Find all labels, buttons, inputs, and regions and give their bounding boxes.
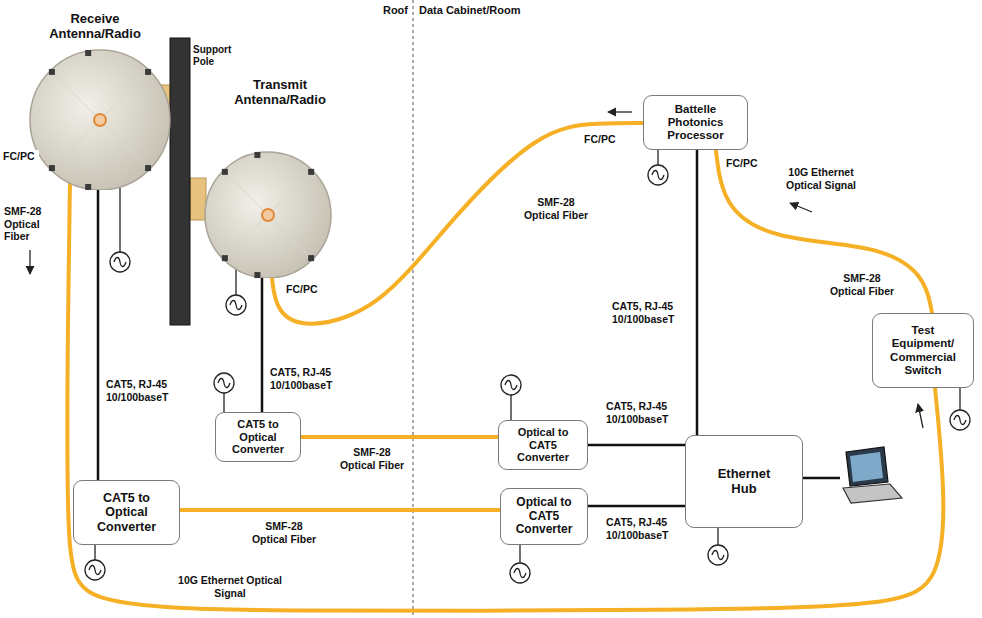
part-label: Support Pole	[193, 44, 241, 68]
antenna-heading: Receive Antenna/Radio	[40, 12, 150, 42]
cat5-cable	[588, 505, 685, 508]
region-label: Roof	[368, 4, 408, 17]
box-label: Optical to CAT5 Converter	[508, 496, 580, 537]
fiber-label: SMF-28 Optical Fiber	[520, 196, 592, 221]
power-stems	[95, 150, 960, 563]
cable-label: CAT5, RJ-45 10/100baseT	[106, 378, 182, 403]
roof-divider	[413, 0, 414, 618]
power-symbol	[501, 375, 521, 395]
cat5-cable	[588, 444, 685, 447]
optical-fiber	[180, 508, 500, 512]
power-symbol	[950, 410, 970, 430]
hub-box: Ethernet Hub	[685, 435, 803, 528]
box-label: CAT5 to Optical Converter	[223, 418, 293, 456]
receive-antenna: Receive Antenna/Radio	[15, 12, 175, 190]
antenna-heading: Transmit Antenna/Radio	[230, 78, 330, 108]
connector-label: FC/PC	[726, 157, 762, 170]
converter-box: CAT5 to Optical Converter	[215, 412, 301, 462]
optical-fiber	[301, 435, 498, 439]
optical-fiber	[67, 183, 943, 611]
box-label: Optical to CAT5 Converter	[507, 426, 579, 464]
cable-label: CAT5, RJ-45 10/100baseT	[606, 516, 682, 541]
box-label: Battelle Photonics Processor	[659, 103, 733, 143]
connector-label: FC/PC	[286, 283, 322, 296]
fiber-label: SMF-28 Optical Fiber	[826, 272, 898, 297]
signal-label: 10G Ethernet Optical Signal	[776, 166, 866, 191]
mount-bracket	[190, 178, 206, 220]
converter-box: Optical to CAT5 Converter	[498, 420, 588, 470]
connector-label: FC/PC	[3, 150, 39, 163]
connector-label: FC/PC	[584, 133, 620, 146]
power-symbol	[648, 165, 668, 185]
optical-fiber	[716, 150, 932, 313]
power-symbol	[226, 295, 246, 315]
laptop-icon	[843, 447, 902, 503]
laptop-cable	[803, 477, 840, 480]
dish-antenna	[200, 78, 340, 278]
cable-label: CAT5, RJ-45 10/100baseT	[612, 300, 688, 325]
power-symbol	[510, 563, 530, 583]
processor-box: Battelle Photonics Processor	[643, 95, 748, 150]
power-symbol	[708, 545, 728, 565]
converter-box: CAT5 to Optical Converter	[73, 480, 180, 545]
antenna-title: Receive Antenna/Radio	[40, 12, 150, 42]
cat5-cable	[97, 190, 100, 480]
fiber-label: SMF-28 Optical Fiber	[248, 520, 320, 545]
antenna-title: Transmit Antenna/Radio	[230, 78, 330, 108]
direction-arrows	[30, 112, 923, 428]
fiber-label: SMF-28 Optical Fiber	[4, 205, 52, 243]
power-symbol	[85, 560, 105, 580]
signal-label: 10G Ethernet Optical Signal	[170, 574, 290, 599]
cat5-cable	[261, 278, 264, 412]
box-label: CAT5 to Optical Converter	[90, 491, 164, 534]
fiber-label: SMF-28 Optical Fiber	[336, 446, 408, 471]
cable-label: CAT5, RJ-45 10/100baseT	[270, 366, 346, 391]
cat5-cable	[696, 150, 699, 435]
region-label: Data Cabinet/Room	[419, 4, 549, 17]
box-label: Ethernet Hub	[709, 467, 779, 497]
power-symbol	[110, 252, 130, 272]
switch-box: Test Equipment/ Commercial Switch	[872, 313, 974, 388]
converter-box: Optical to CAT5 Converter	[500, 488, 588, 545]
cable-label: CAT5, RJ-45 10/100baseT	[606, 400, 682, 425]
box-label: Test Equipment/ Commercial Switch	[886, 324, 960, 377]
transmit-antenna: Transmit Antenna/Radio	[200, 78, 340, 278]
support-pole	[170, 38, 190, 325]
power-symbol	[214, 373, 234, 393]
